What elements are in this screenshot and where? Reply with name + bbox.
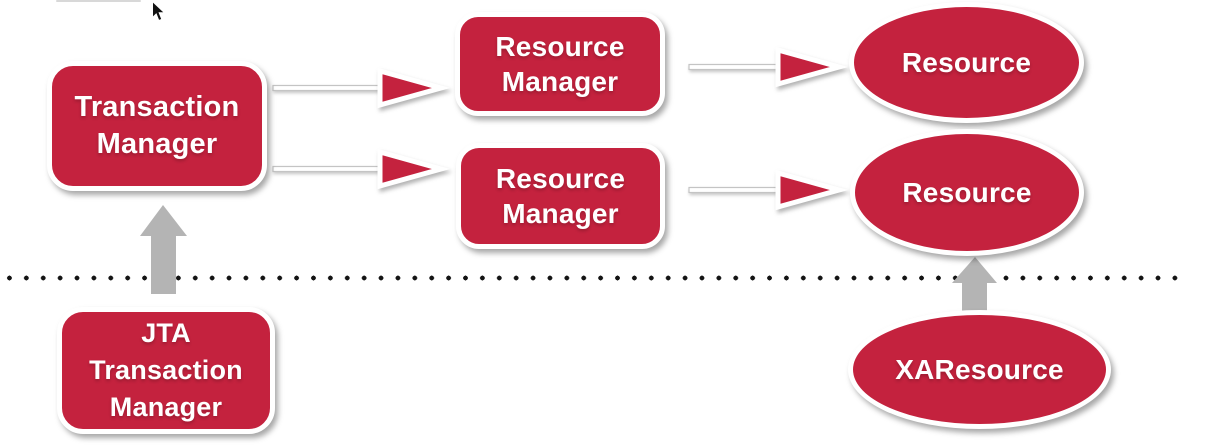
resource-manager-2-node: Resource Manager [456,143,665,249]
arrow-tm-to-rm1-icon [272,67,451,109]
mouse-cursor-icon [152,0,166,22]
gray-up-arrow-jta-to-tm-icon [140,205,187,294]
arrow-rm2-to-resource2-icon [688,169,849,211]
transaction-manager-label: Transaction Manager [74,91,240,160]
resource-1-label: Resource [901,46,1032,78]
transaction-manager-node: Transaction Manager [47,61,267,191]
arrow-rm1-to-resource1-icon [688,46,849,88]
arrow-tm-to-rm2-icon [272,148,451,190]
xaresource-label: XAResource [895,353,1064,385]
jta-transaction-manager-label: JTA Transaction Manager [89,318,243,422]
xaresource-node: XAResource [848,310,1111,429]
resource-2-label: Resource [902,176,1032,208]
resource-manager-1-label: Resource Manager [495,31,625,97]
gray-up-arrow-xaresource-to-resource2-icon [952,257,997,311]
resource-2-node: Resource [850,129,1084,256]
resource-manager-2-label: Resource Manager [495,163,626,229]
dotted-divider-line [1,275,1179,281]
jta-transaction-manager-node: JTA Transaction Manager [57,307,275,434]
top-edge-artifact-line [56,0,141,2]
resource-1-node: Resource [849,2,1084,123]
resource-manager-1-node: Resource Manager [455,12,665,116]
